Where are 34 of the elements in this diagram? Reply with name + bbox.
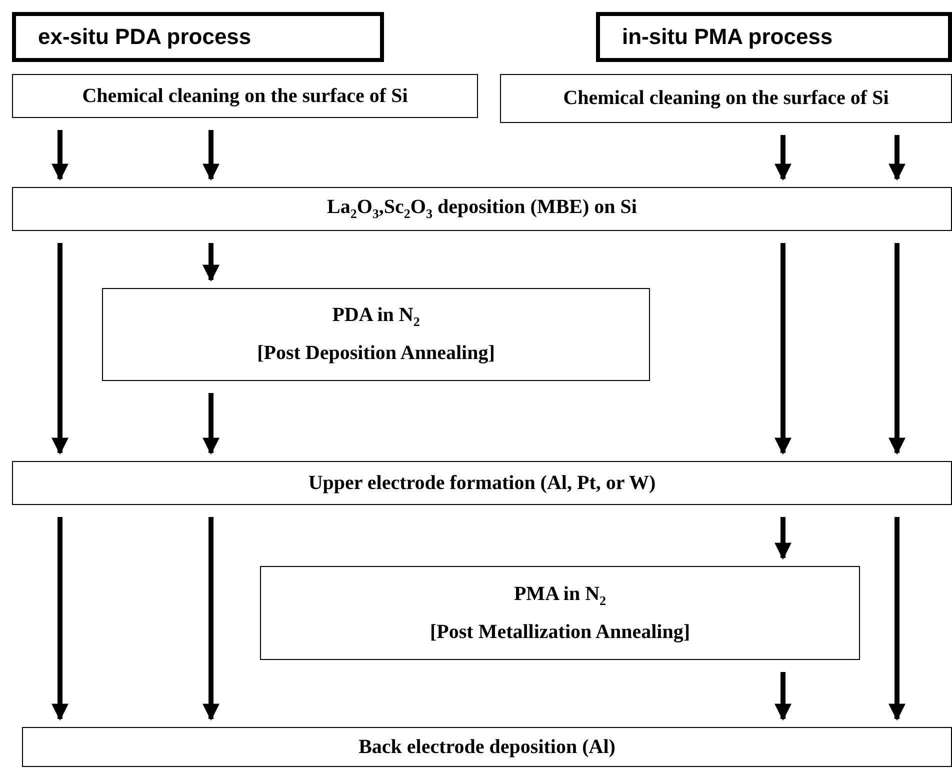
flow-arrow [52,517,68,721]
step-text: Back electrode deposition (Al) [358,736,616,758]
flow-arrow [52,130,68,181]
flow-arrow [888,517,906,721]
flow-arrow [774,135,792,181]
flow-arrow [202,130,220,181]
process-box [260,566,860,660]
step-text: PDA in N$_{2}$ [331,304,421,330]
process-box [12,461,952,505]
step-text: Upper electrode formation (Al, Pt, or W) [307,472,657,494]
process-box [12,74,478,118]
flow-arrow [202,517,220,721]
step-text: Chemical cleaning on the surface of Si [562,87,890,110]
process-box [22,727,952,767]
section-title: in-situ PMA process [622,24,834,50]
flow-arrow [202,393,220,455]
flow-arrow [888,243,906,455]
flow-arrow [774,517,792,560]
step-text: PMA in N$_{2}$ [512,582,608,608]
flow-arrow [774,672,792,721]
flow-arrow [774,243,792,455]
process-box [500,74,952,123]
process-box [102,288,650,381]
section-header-box [12,12,384,62]
step-text: [Post Deposition Annealing] [256,342,496,365]
section-header-box [596,12,952,62]
step-text: Chemical cleaning on the surface of Si [81,84,409,108]
step-text: [Post Metallization Annealing] [429,620,691,644]
process-box [12,187,952,231]
step-text: La$_{2}$O$_{3}$,Sc$_{2}$O$_{3}$ deposition (MBE) on Si [326,196,638,222]
flow-arrow [202,243,220,282]
flow-arrow [888,135,906,181]
flow-arrow [52,243,68,455]
section-title: ex-situ PDA process [38,24,252,50]
